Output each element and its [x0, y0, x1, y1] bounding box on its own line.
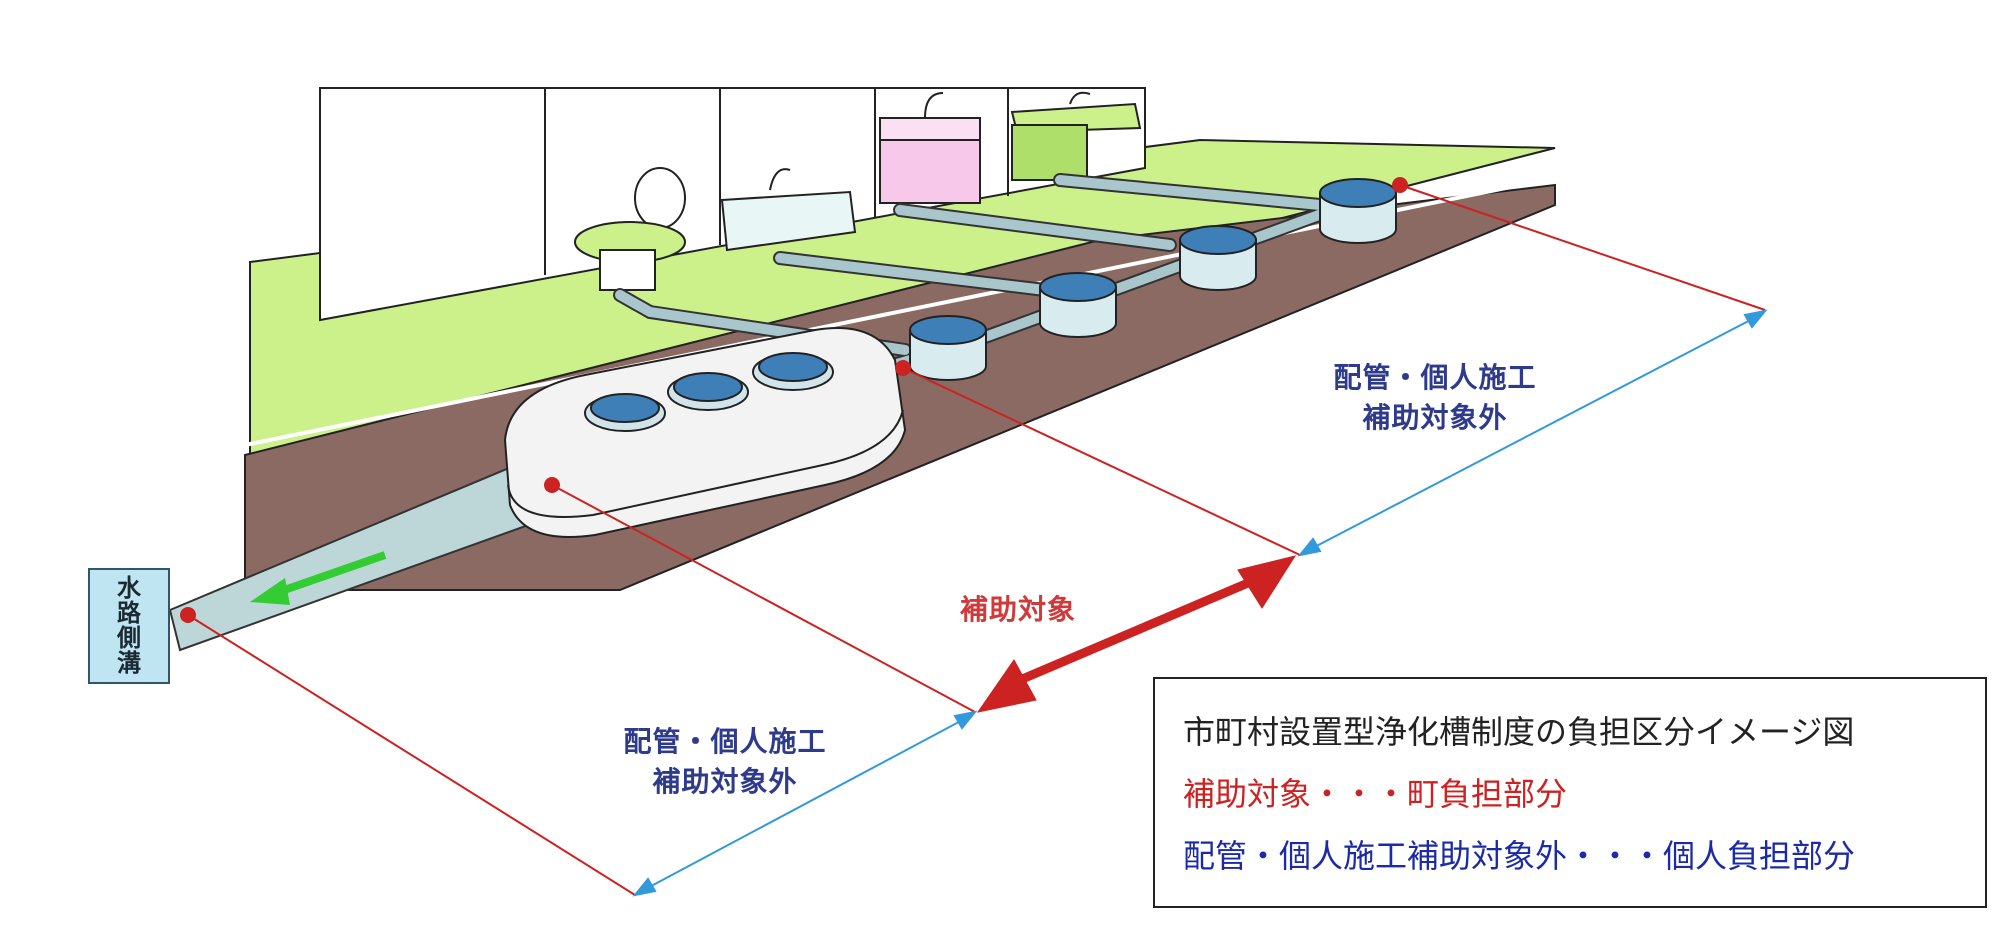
lower-excluded-line2: 補助対象外	[652, 765, 798, 798]
tank-lid	[752, 352, 834, 391]
upper-excluded-line2: 補助対象外	[1362, 401, 1508, 434]
washing-machine-icon	[879, 92, 981, 204]
upper-excluded-line1: 配管・個人施工	[1333, 361, 1537, 394]
subsidy-arrow	[976, 555, 1297, 713]
bathtub-icon	[720, 168, 857, 252]
toilet-icon	[574, 167, 686, 291]
ditch-label-text: 水路側溝	[117, 574, 141, 677]
sink-icon	[1010, 91, 1142, 181]
manhole	[1039, 272, 1117, 338]
flow-arrow-shaft	[268, 551, 387, 599]
ditch-label: 水路側溝	[88, 568, 170, 684]
lower-excluded-line1: 配管・個人施工	[623, 725, 827, 758]
septic-tank	[503, 327, 907, 538]
legend-personal-burden: 配管・個人施工補助対象外・・・個人負担部分	[1183, 837, 1856, 875]
legend-box: 市町村設置型浄化槽制度の負担区分イメージ図 補助対象・・・町負担部分 配管・個人…	[1153, 677, 1987, 908]
tank-lid	[667, 372, 749, 411]
boundary-lines	[187, 184, 1766, 896]
legend-title: 市町村設置型浄化槽制度の負担区分イメージ図	[1183, 713, 1855, 751]
manhole	[909, 315, 987, 381]
subsidy-target-label: 補助対象	[960, 593, 1077, 626]
manhole	[1179, 225, 1257, 291]
tank-lid	[584, 393, 666, 432]
lower-excluded-label: 配管・個人施工 補助対象外	[585, 722, 865, 802]
flow-arrow-head	[250, 578, 290, 605]
manhole	[1319, 178, 1397, 244]
dimension-arrow-lower	[632, 710, 978, 897]
legend-town-burden: 補助対象・・・町負担部分	[1183, 775, 1568, 813]
dimension-arrow-upper	[1297, 309, 1768, 557]
boundary-dots	[180, 177, 1408, 623]
upper-excluded-label: 配管・個人施工 補助対象外	[1295, 358, 1575, 438]
